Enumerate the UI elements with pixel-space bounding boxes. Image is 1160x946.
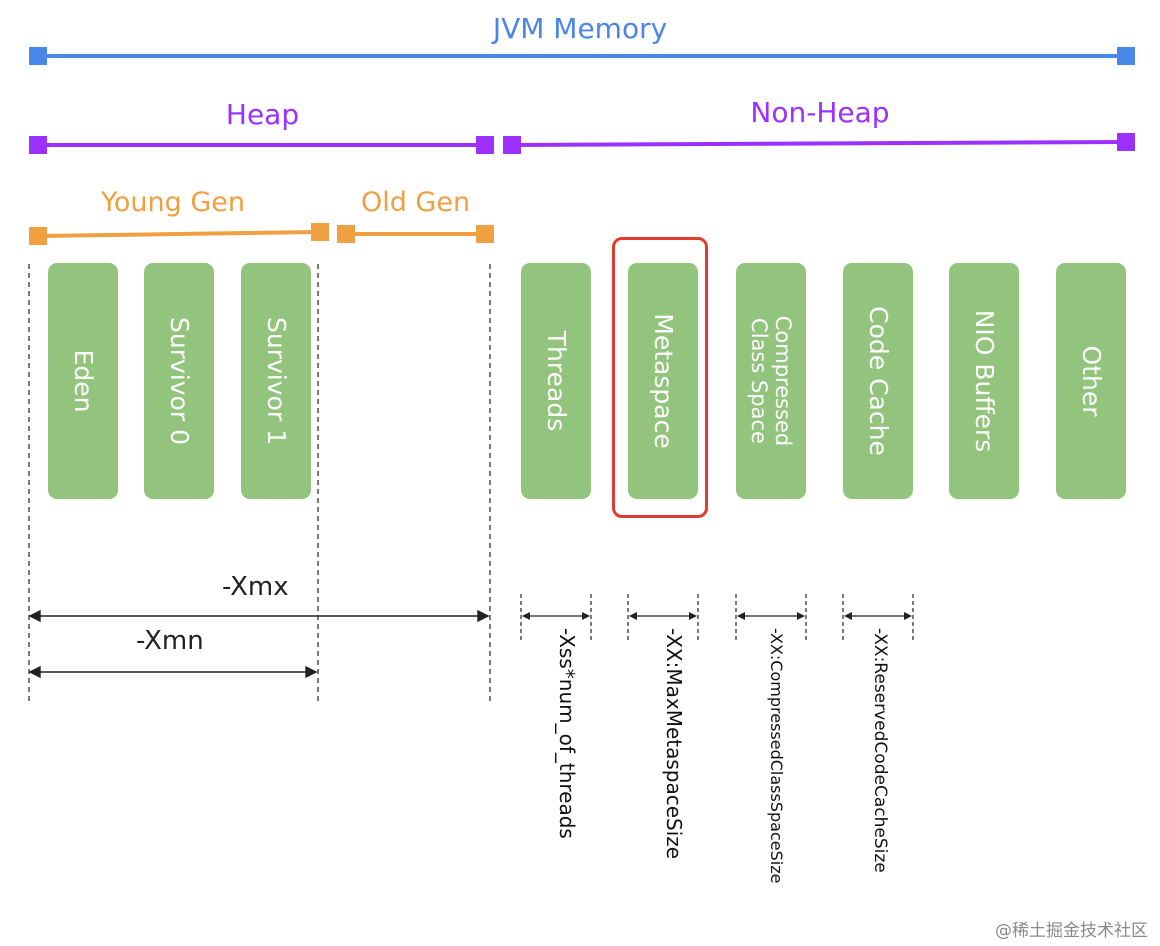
xmx-label: -Xmx	[222, 572, 289, 602]
region-code-cache: Code Cache	[843, 263, 913, 499]
non-heap-title: Non-Heap	[750, 96, 890, 129]
region-compressed-class-space: Compressed Class Space	[736, 263, 806, 499]
non-heap-bar	[503, 133, 1135, 154]
region-metaspace: Metaspace	[628, 263, 698, 499]
young-gen-title: Young Gen	[100, 187, 246, 218]
xmx-arrow	[28, 609, 490, 623]
region-compressed-label-line2: Class Space	[747, 318, 771, 444]
jvm-memory-title: JVM Memory	[492, 12, 668, 45]
region-survivor-1-label: Survivor 1	[262, 317, 291, 445]
region-threads-label: Threads	[542, 330, 571, 432]
region-other-label: Other	[1077, 345, 1106, 417]
old-gen-title: Old Gen	[360, 187, 471, 218]
flag-compressed-class-space-size: -XX:CompressedClassSpaceSize	[767, 628, 786, 884]
jvm-memory-bar	[29, 47, 1135, 65]
xmn-label: -Xmn	[136, 626, 204, 656]
flag-guides	[520, 594, 914, 640]
flag-reserved-code-cache-size: -XX:ReservedCodeCacheSize	[870, 628, 890, 873]
metaspace-highlight	[612, 237, 708, 518]
flag-arrowheads	[522, 612, 912, 620]
heap-title: Heap	[225, 98, 300, 131]
watermark: @稀土掘金技术社区	[995, 921, 1148, 941]
young-gen-bar	[29, 223, 329, 245]
region-survivor-0: Survivor 0	[144, 263, 214, 499]
xmn-arrow	[28, 665, 318, 679]
region-survivor-1: Survivor 1	[241, 263, 311, 499]
region-compressed-label-line1: Compressed	[771, 315, 795, 447]
region-eden-label: Eden	[69, 349, 98, 413]
region-threads: Threads	[521, 263, 591, 499]
region-nio-buffers: NIO Buffers	[949, 263, 1019, 499]
region-survivor-0-label: Survivor 0	[165, 317, 194, 445]
region-nio-buffers-label: NIO Buffers	[970, 309, 999, 453]
region-code-cache-label: Code Cache	[864, 306, 893, 456]
flag-xss: -Xss*num_of_threads	[555, 628, 579, 839]
region-compressed-class-space-label: Compressed Class Space	[747, 316, 795, 447]
heap-bar	[29, 136, 494, 154]
flag-max-metaspace-size: -XX:MaxMetaspaceSize	[662, 628, 686, 860]
region-other: Other	[1056, 263, 1126, 499]
region-eden: Eden	[48, 263, 118, 499]
old-gen-bar	[337, 225, 494, 243]
heap-guides	[28, 264, 491, 705]
